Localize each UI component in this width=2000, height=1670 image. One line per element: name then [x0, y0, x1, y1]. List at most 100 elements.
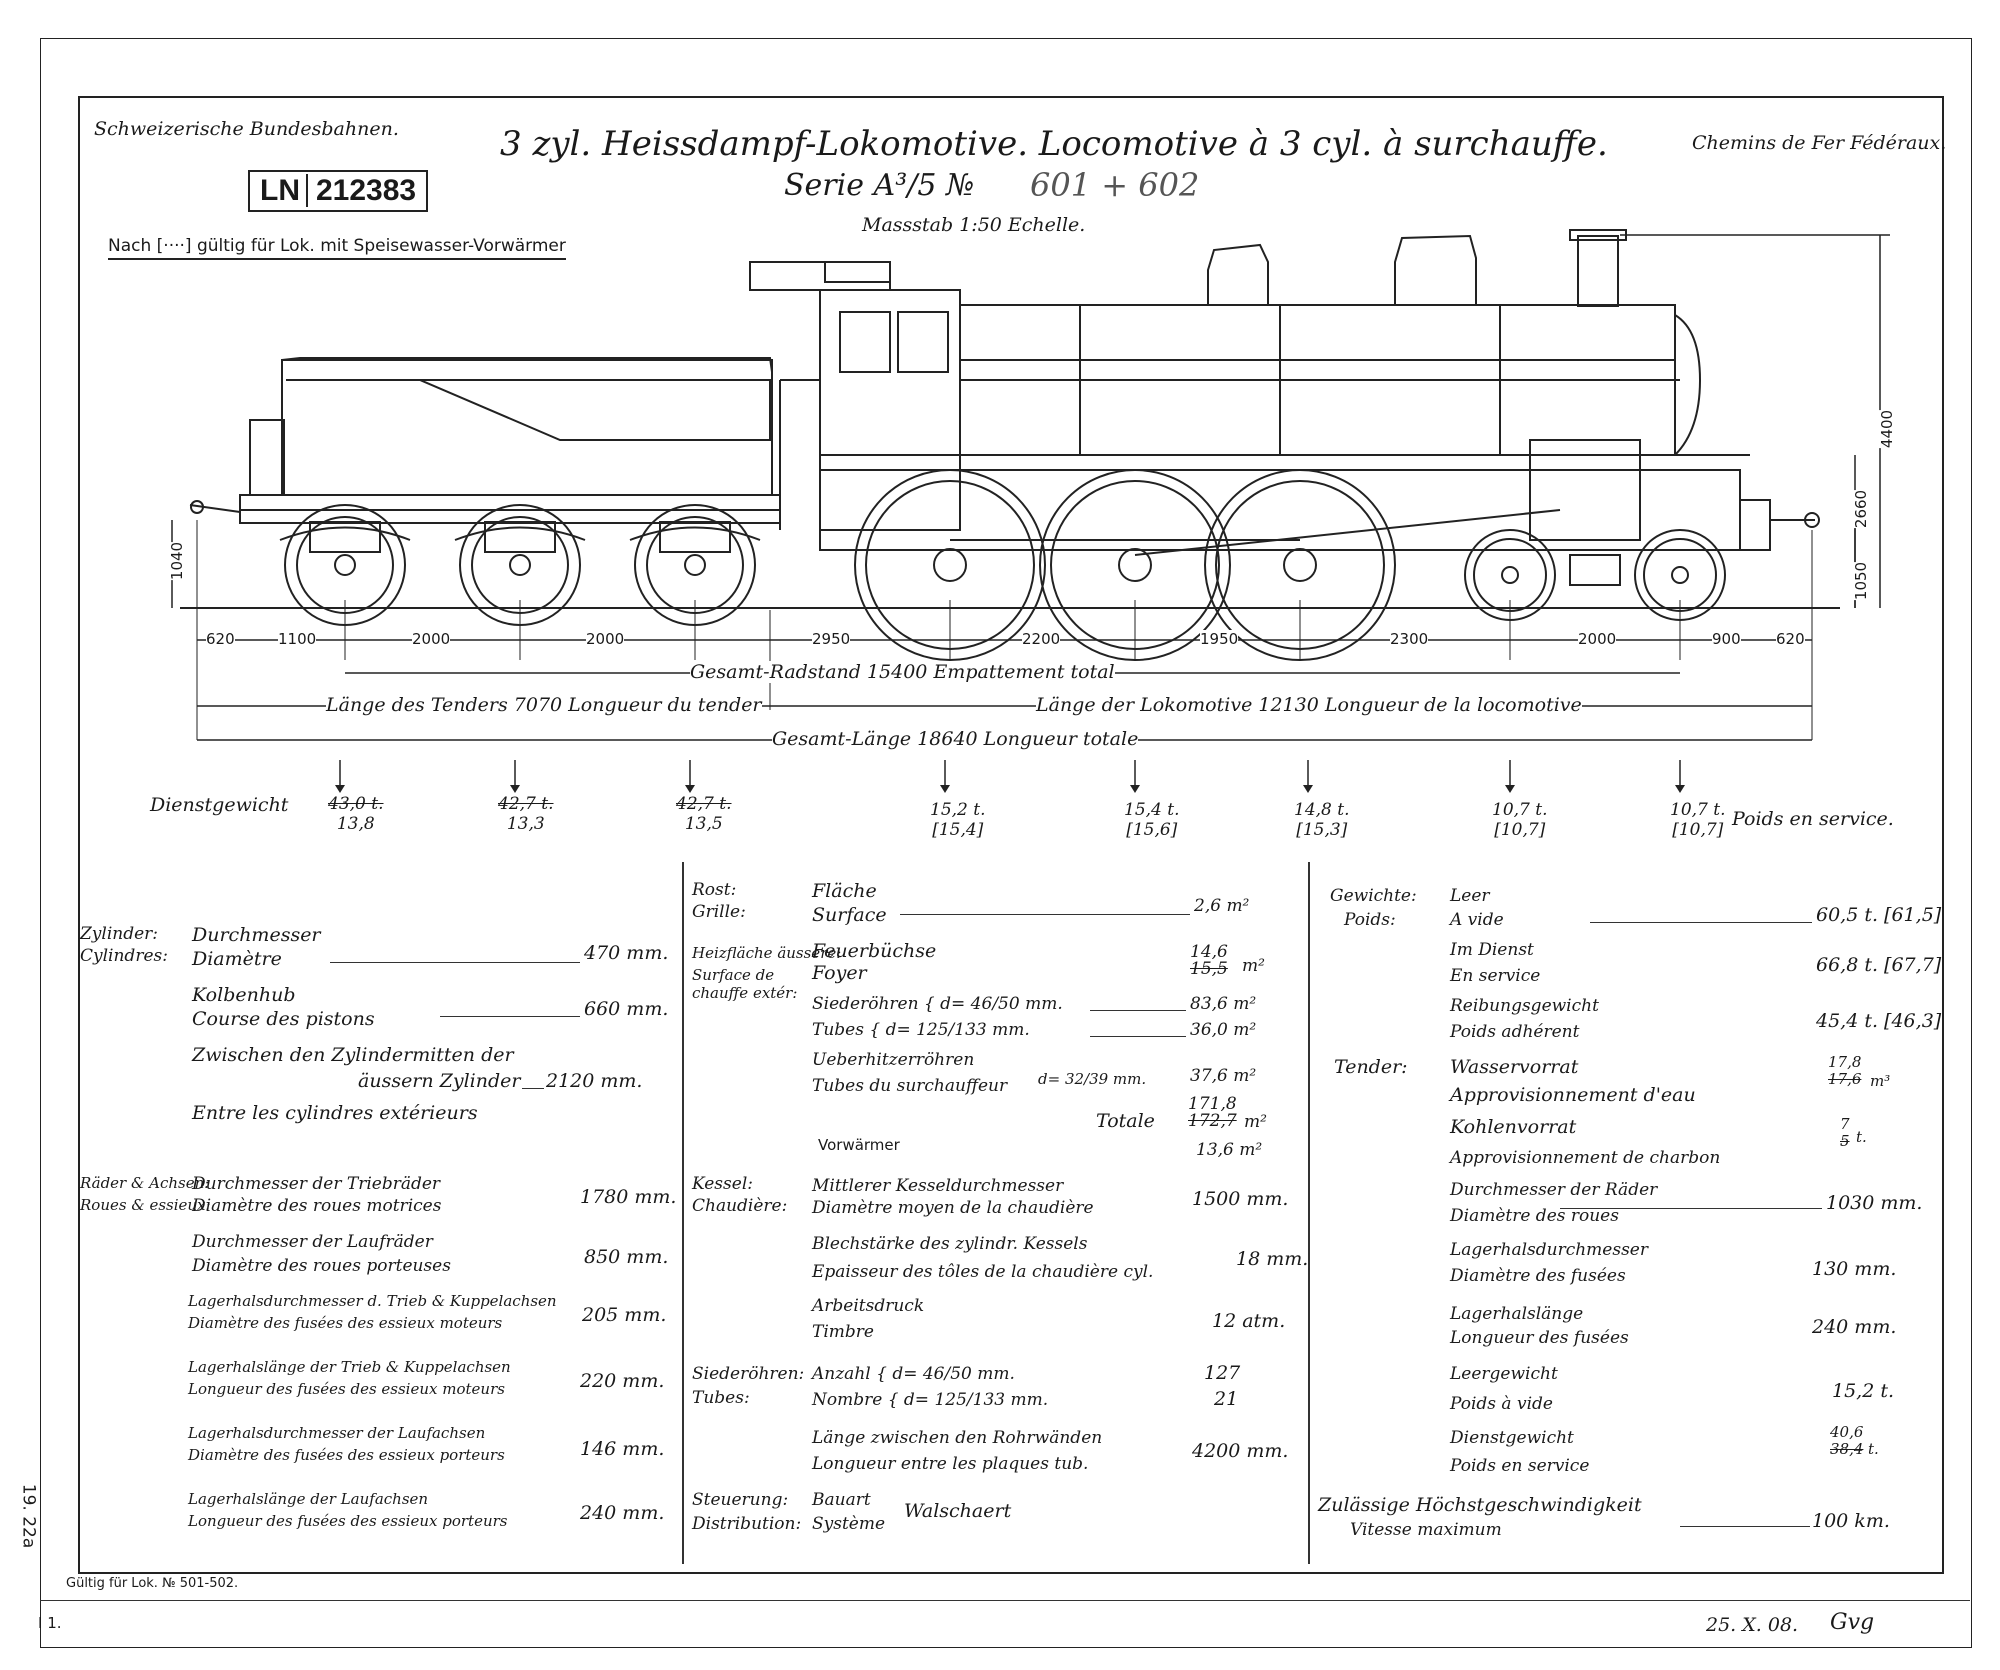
spec-unit: m³: [1870, 1072, 1891, 1090]
dim-spacing: 900: [1712, 630, 1741, 648]
spec-label: Durchmesser der Laufräder: [192, 1232, 433, 1252]
ln-prefix: LN: [260, 174, 300, 207]
spec-value: 15,2 t.: [1832, 1380, 1895, 1402]
spec-value-new: 40,6: [1830, 1423, 1864, 1441]
dim-spacing: 2000: [412, 630, 451, 648]
table-divider: [682, 862, 684, 1564]
spec-label: Approvisionnement de charbon: [1450, 1148, 1721, 1168]
spec-value-new: 17,8: [1828, 1053, 1862, 1071]
spec-value: 130 mm.: [1812, 1258, 1897, 1280]
spec-label: Kolbenhub: [192, 984, 296, 1006]
spec-label: Entre les cylindres extérieurs: [192, 1102, 478, 1124]
boiler-heading-de: Kessel:: [692, 1174, 753, 1194]
spec-value: 240 mm.: [1812, 1316, 1897, 1338]
validity-note: Nach [····] gültig für Lok. mit Speisewa…: [108, 236, 566, 260]
spec-label: Diamètre des roues motrices: [192, 1196, 442, 1216]
spec-label: Diamètre: [192, 948, 282, 970]
spec-label: Vorwärmer: [818, 1136, 900, 1154]
axle-weight-new: 13,8: [336, 814, 375, 834]
tubes-heading-fr: Tubes:: [692, 1388, 750, 1408]
margin-number: 19. 22a: [18, 1483, 39, 1549]
height-4400: 4400: [1878, 409, 1897, 449]
boiler-heading-fr: Chaudière:: [692, 1196, 788, 1216]
spec-label: Ueberhitzerröhren: [812, 1050, 975, 1070]
leader-line: [440, 1016, 580, 1017]
spec-label: Course des pistons: [192, 1008, 375, 1030]
tender-heading: Tender:: [1334, 1056, 1408, 1078]
leader-line: [1090, 1036, 1186, 1037]
axle-weight: 42,7 t.13,3: [498, 794, 554, 834]
dim-spacing: 2000: [1578, 630, 1617, 648]
weights-heading-de: Gewichte:: [1330, 886, 1417, 906]
drawing-date: 25. X. 08.: [1706, 1614, 1799, 1636]
leader-line: [1590, 922, 1812, 923]
spec-value: 1780 mm.: [580, 1186, 677, 1208]
spec-value: 37,6 m²: [1190, 1066, 1257, 1086]
header-railway-fr: Chemins de Fer Fédéraux.: [1692, 132, 1947, 154]
spec-value-new: 7: [1840, 1115, 1850, 1133]
spec-label: Dienstgewicht: [1450, 1428, 1574, 1448]
axle-weight-new: [10,7]: [1494, 820, 1546, 840]
spec-label: Diamètre des roues porteuses: [192, 1256, 451, 1276]
bogie-wheels: [1464, 529, 1726, 621]
dim-spacing: 2950: [812, 630, 851, 648]
spec-label: Surface: [812, 904, 887, 926]
cab-roof: [749, 261, 891, 291]
axle-weight-old: 15,4 t.: [1124, 800, 1180, 820]
spec-label: Feuerbüchse: [812, 940, 937, 962]
spec-label: Timbre: [812, 1322, 874, 1342]
drawing-frame: [78, 96, 1944, 1574]
spec-value-old: 17,6: [1828, 1070, 1862, 1088]
dim-spacing: 2200: [1022, 630, 1061, 648]
dim-spacing: 1100: [278, 630, 317, 648]
spec-unit: m²: [1244, 1112, 1267, 1132]
spec-label: äussern Zylinder: [358, 1070, 521, 1092]
spec-value: 1500 mm.: [1192, 1188, 1289, 1210]
axle-weight-old: 15,2 t.: [930, 800, 986, 820]
heating-heading-de: Heizfläche äussere:: [692, 944, 842, 962]
spec-value: 66,8 t. [67,7]: [1816, 954, 1942, 976]
spec-value-new: 14,6: [1190, 942, 1228, 962]
series-numbers: 601 + 602: [1030, 166, 1200, 204]
axle-weight-new: [10,7]: [1672, 820, 1724, 840]
gear-heading-fr: Distribution:: [692, 1514, 802, 1534]
spec-label: Epaisseur des tôles de la chaudière cyl.: [812, 1262, 1154, 1282]
wheels-heading-fr: Roues & essieux:: [80, 1196, 211, 1214]
series-label: Serie A³/5 №: [784, 168, 975, 203]
height-2660: 2660: [1852, 489, 1871, 529]
spec-label: Tubes du surchauffeur: [812, 1076, 1008, 1096]
spec-label: Système: [812, 1514, 886, 1534]
spec-label: Totale: [1096, 1110, 1155, 1132]
height-1040: 1040: [168, 541, 187, 581]
spec-label: Nombre { d= 125/133 mm.: [812, 1390, 1049, 1410]
leader-line: [900, 914, 1190, 915]
spec-label: d= 32/39 mm.: [1038, 1070, 1147, 1088]
spec-label: Anzahl { d= 46/50 mm.: [812, 1364, 1015, 1384]
spec-label: Lagerhalsdurchmesser der Laufachsen: [188, 1424, 486, 1442]
axle-weight-new: [15,3]: [1296, 820, 1348, 840]
spec-label: Im Dienst: [1450, 940, 1534, 960]
dim-spacing: 620: [1776, 630, 1805, 648]
spec-value: 60,5 t. [61,5]: [1816, 904, 1942, 926]
spec-value: 470 mm.: [584, 942, 669, 964]
spec-label: Longueur des fusées des essieux moteurs: [188, 1380, 505, 1398]
spec-label: Siederöhren { d= 46/50 mm.: [812, 994, 1063, 1014]
ln-number: 212383: [306, 174, 417, 207]
axle-weight: 14,8 t.[15,3]: [1294, 800, 1350, 840]
axle-weight: 15,4 t.[15,6]: [1124, 800, 1180, 840]
spec-label: Poids adhérent: [1450, 1022, 1580, 1042]
spec-label: Lagerhalsdurchmesser d. Trieb & Kuppelac…: [188, 1292, 557, 1310]
axle-weight: 10,7 t.[10,7]: [1492, 800, 1548, 840]
spec-value: 45,4 t. [46,3]: [1816, 1010, 1942, 1032]
spec-value: 146 mm.: [580, 1438, 665, 1460]
height-1050: 1050: [1852, 561, 1871, 601]
leader-line: [330, 962, 580, 963]
spec-label: Longueur des fusées des essieux porteurs: [188, 1512, 508, 1530]
spec-label: Diamètre des fusées des essieux porteurs: [188, 1446, 505, 1464]
axle-weight-old: 10,7 t.: [1492, 800, 1548, 820]
spec-unit: m²: [1242, 956, 1265, 976]
